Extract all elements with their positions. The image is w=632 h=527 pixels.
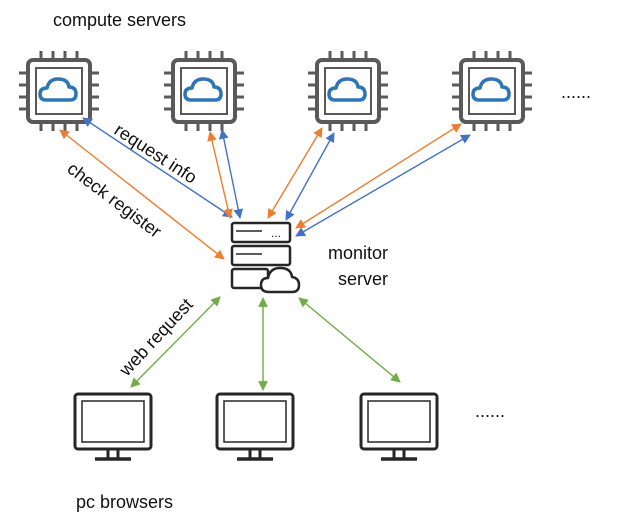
compute-server-3-icon <box>306 49 390 133</box>
web-request-arrow-3 <box>298 297 401 383</box>
pc-browser-3-icon <box>359 392 439 461</box>
monitor-server-icon <box>230 221 301 294</box>
pc-browsers-label: pc browsers <box>76 492 173 512</box>
request-info-arrow-4 <box>295 134 471 237</box>
monitor-server-label-line1: monitor <box>328 243 388 263</box>
check-register-arrow-4 <box>295 123 462 229</box>
compute-server-1-icon <box>17 49 101 133</box>
more-servers-ellipsis: ...... <box>561 82 591 102</box>
compute-server-2-icon <box>162 49 246 133</box>
request-info-arrow-2 <box>218 129 244 219</box>
monitor-server-label-line2: server <box>338 269 388 289</box>
more-browsers-ellipsis: ...... <box>475 401 505 421</box>
check-register-arrow-1 <box>59 129 225 260</box>
compute-server-4-icon <box>450 49 534 133</box>
web-request-label: web request <box>115 294 197 380</box>
web-request-arrow-1 <box>130 296 221 388</box>
pc-browser-1-icon <box>73 392 153 461</box>
server-dots: ... <box>271 226 281 240</box>
compute-servers-label: compute servers <box>53 10 186 30</box>
pc-browser-2-icon <box>215 392 295 461</box>
